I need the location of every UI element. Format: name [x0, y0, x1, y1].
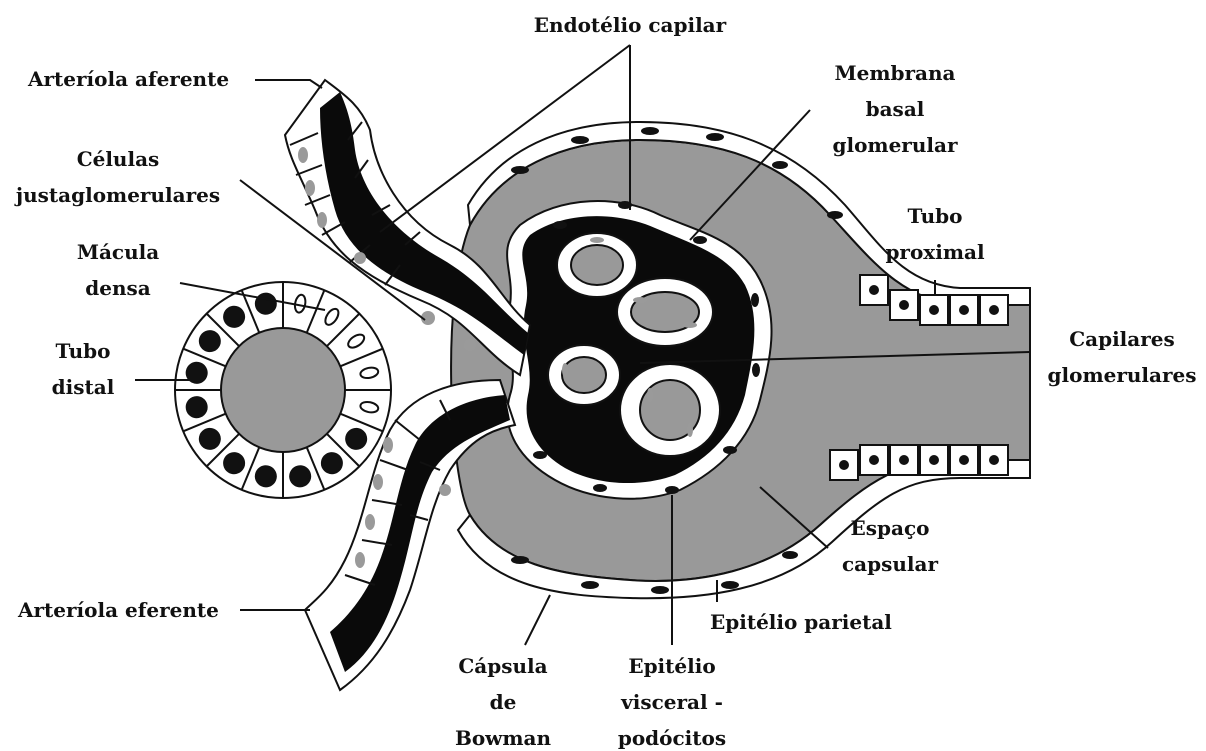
label-endotelio-capilar: Endotélio capilar — [534, 13, 727, 37]
label-capilares-1: Capilares — [1069, 327, 1175, 351]
label-capsula-1: Cápsula — [458, 654, 547, 678]
label-espaco-1: Espaço — [851, 516, 930, 540]
label-espaco-2: capsular — [842, 552, 938, 576]
leader-aferente — [255, 80, 322, 88]
label-visceral-1: Epitélio — [628, 654, 715, 678]
label-capsula-3: Bowman — [455, 726, 552, 750]
distal-tubule — [175, 282, 391, 498]
label-visceral-2: visceral - — [620, 690, 723, 714]
label-capsula-2: de — [490, 690, 517, 714]
label-epitelio-parietal: Epitélio parietal — [710, 610, 892, 634]
label-tubo-distal-1: Tubo — [56, 339, 111, 363]
label-membrana-basal-3: glomerular — [833, 133, 958, 157]
label-membrana-basal-1: Membrana — [834, 61, 955, 85]
label-macula-2: densa — [85, 276, 151, 300]
leader-capsula — [525, 595, 550, 645]
label-celulas-2: justaglomerulares — [14, 183, 220, 207]
label-arteriola-eferente: Arteríola eferente — [17, 598, 219, 622]
label-arteriola-aferente: Arteríola aferente — [27, 67, 229, 91]
distal-lumen — [221, 328, 345, 452]
label-visceral-3: podócitos — [618, 726, 726, 750]
label-tubo-distal-2: distal — [52, 375, 115, 399]
label-capilares-2: glomerulares — [1048, 363, 1197, 387]
label-celulas-1: Células — [77, 147, 160, 171]
label-membrana-basal-2: basal — [866, 97, 925, 121]
label-tubo-proximal-2: proximal — [885, 240, 985, 264]
label-macula-1: Mácula — [77, 240, 159, 264]
label-tubo-proximal-1: Tubo — [908, 204, 963, 228]
